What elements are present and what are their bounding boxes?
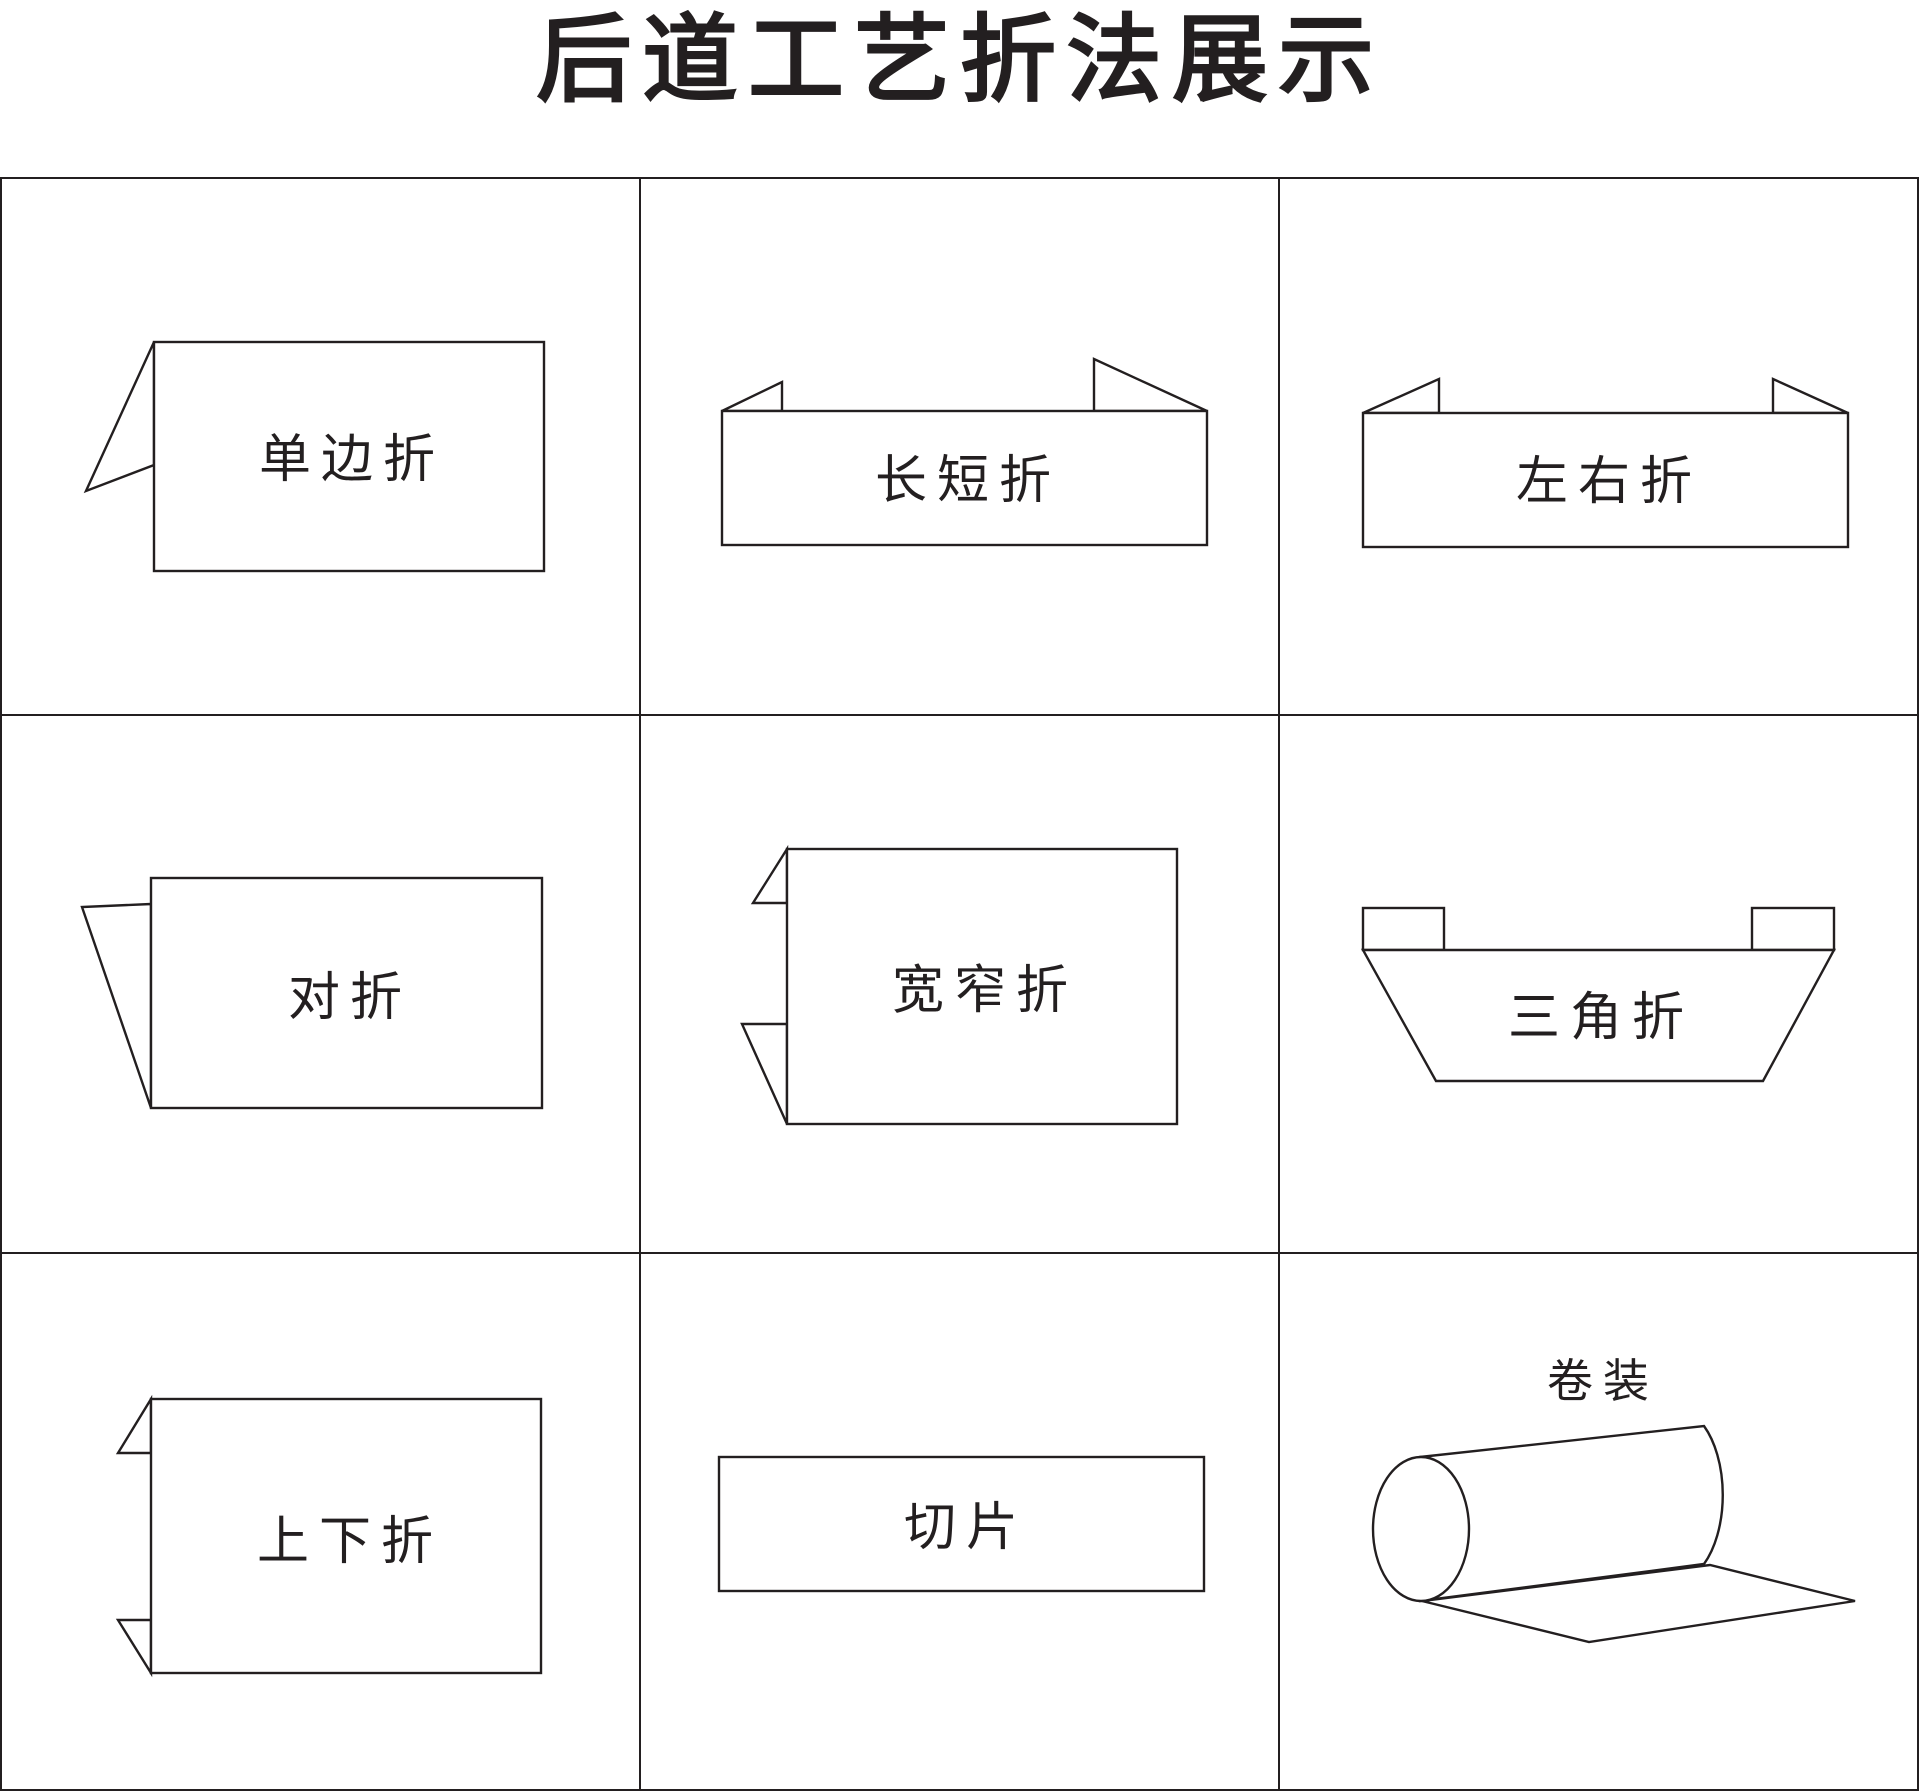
top-bottom-bottom-flap [115, 1618, 153, 1678]
roll-cylinder-body [1418, 1424, 1724, 1603]
top-bottom-top-flap [115, 1394, 153, 1455]
grid [0, 177, 1919, 1791]
center-fold-label: 对折 [288, 968, 412, 1028]
single-edge-flap [83, 341, 156, 494]
fold-cell-cut-sheet: 切片 [717, 1455, 1206, 1593]
long-short-right-flap [1092, 357, 1208, 413]
long-short-label: 长短折 [875, 451, 1061, 511]
roll-unrolled-sheet [1421, 1563, 1856, 1644]
left-right-right-flap [1771, 377, 1849, 415]
fold-cell-triangle: 三角折 [1360, 906, 1837, 1083]
triangle-right-tab [1750, 906, 1836, 952]
wide-narrow-top-flap [750, 844, 789, 905]
left-right-label: 左右折 [1516, 452, 1702, 512]
fold-cell-roll: 卷装 [1371, 1354, 1856, 1644]
cut-sheet-rect [717, 1455, 1206, 1593]
center-fold-sheet [149, 876, 544, 1110]
left-right-sheet [1361, 411, 1850, 549]
triangle-trapezoid-sheet [1360, 948, 1837, 1083]
cut-sheet-label: 切片 [904, 1498, 1028, 1558]
left-right-left-flap [1362, 377, 1441, 415]
fold-cell-wide-narrow: 宽窄折 [740, 844, 1179, 1126]
fold-cell-center: 对折 [80, 876, 544, 1110]
wide-narrow-bottom-flap [740, 1022, 789, 1125]
wide-narrow-label: 宽窄折 [892, 961, 1078, 1021]
roll-label: 卷装 [1547, 1354, 1659, 1408]
top-bottom-label: 上下折 [257, 1512, 443, 1572]
top-bottom-sheet [149, 1397, 543, 1675]
fold-cell-left-right: 左右折 [1361, 377, 1850, 549]
single-edge-label: 单边折 [259, 430, 445, 490]
long-short-left-flap [721, 380, 784, 413]
grid-frame [0, 177, 1919, 1791]
roll-cylinder-end [1371, 1455, 1471, 1603]
triangle-left-tab [1361, 906, 1446, 952]
fold-cell-long-short: 长短折 [720, 357, 1209, 547]
page-title: 后道工艺折法展示 [536, 4, 1384, 116]
fold-cell-top-bottom: 上下折 [115, 1394, 543, 1678]
wide-narrow-sheet [785, 847, 1179, 1126]
center-fold-back-sheet [80, 902, 153, 1109]
fold-cell-single-edge: 单边折 [83, 340, 546, 573]
single-edge-sheet [152, 340, 546, 573]
long-short-sheet [720, 409, 1209, 547]
triangle-label: 三角折 [1508, 988, 1694, 1048]
